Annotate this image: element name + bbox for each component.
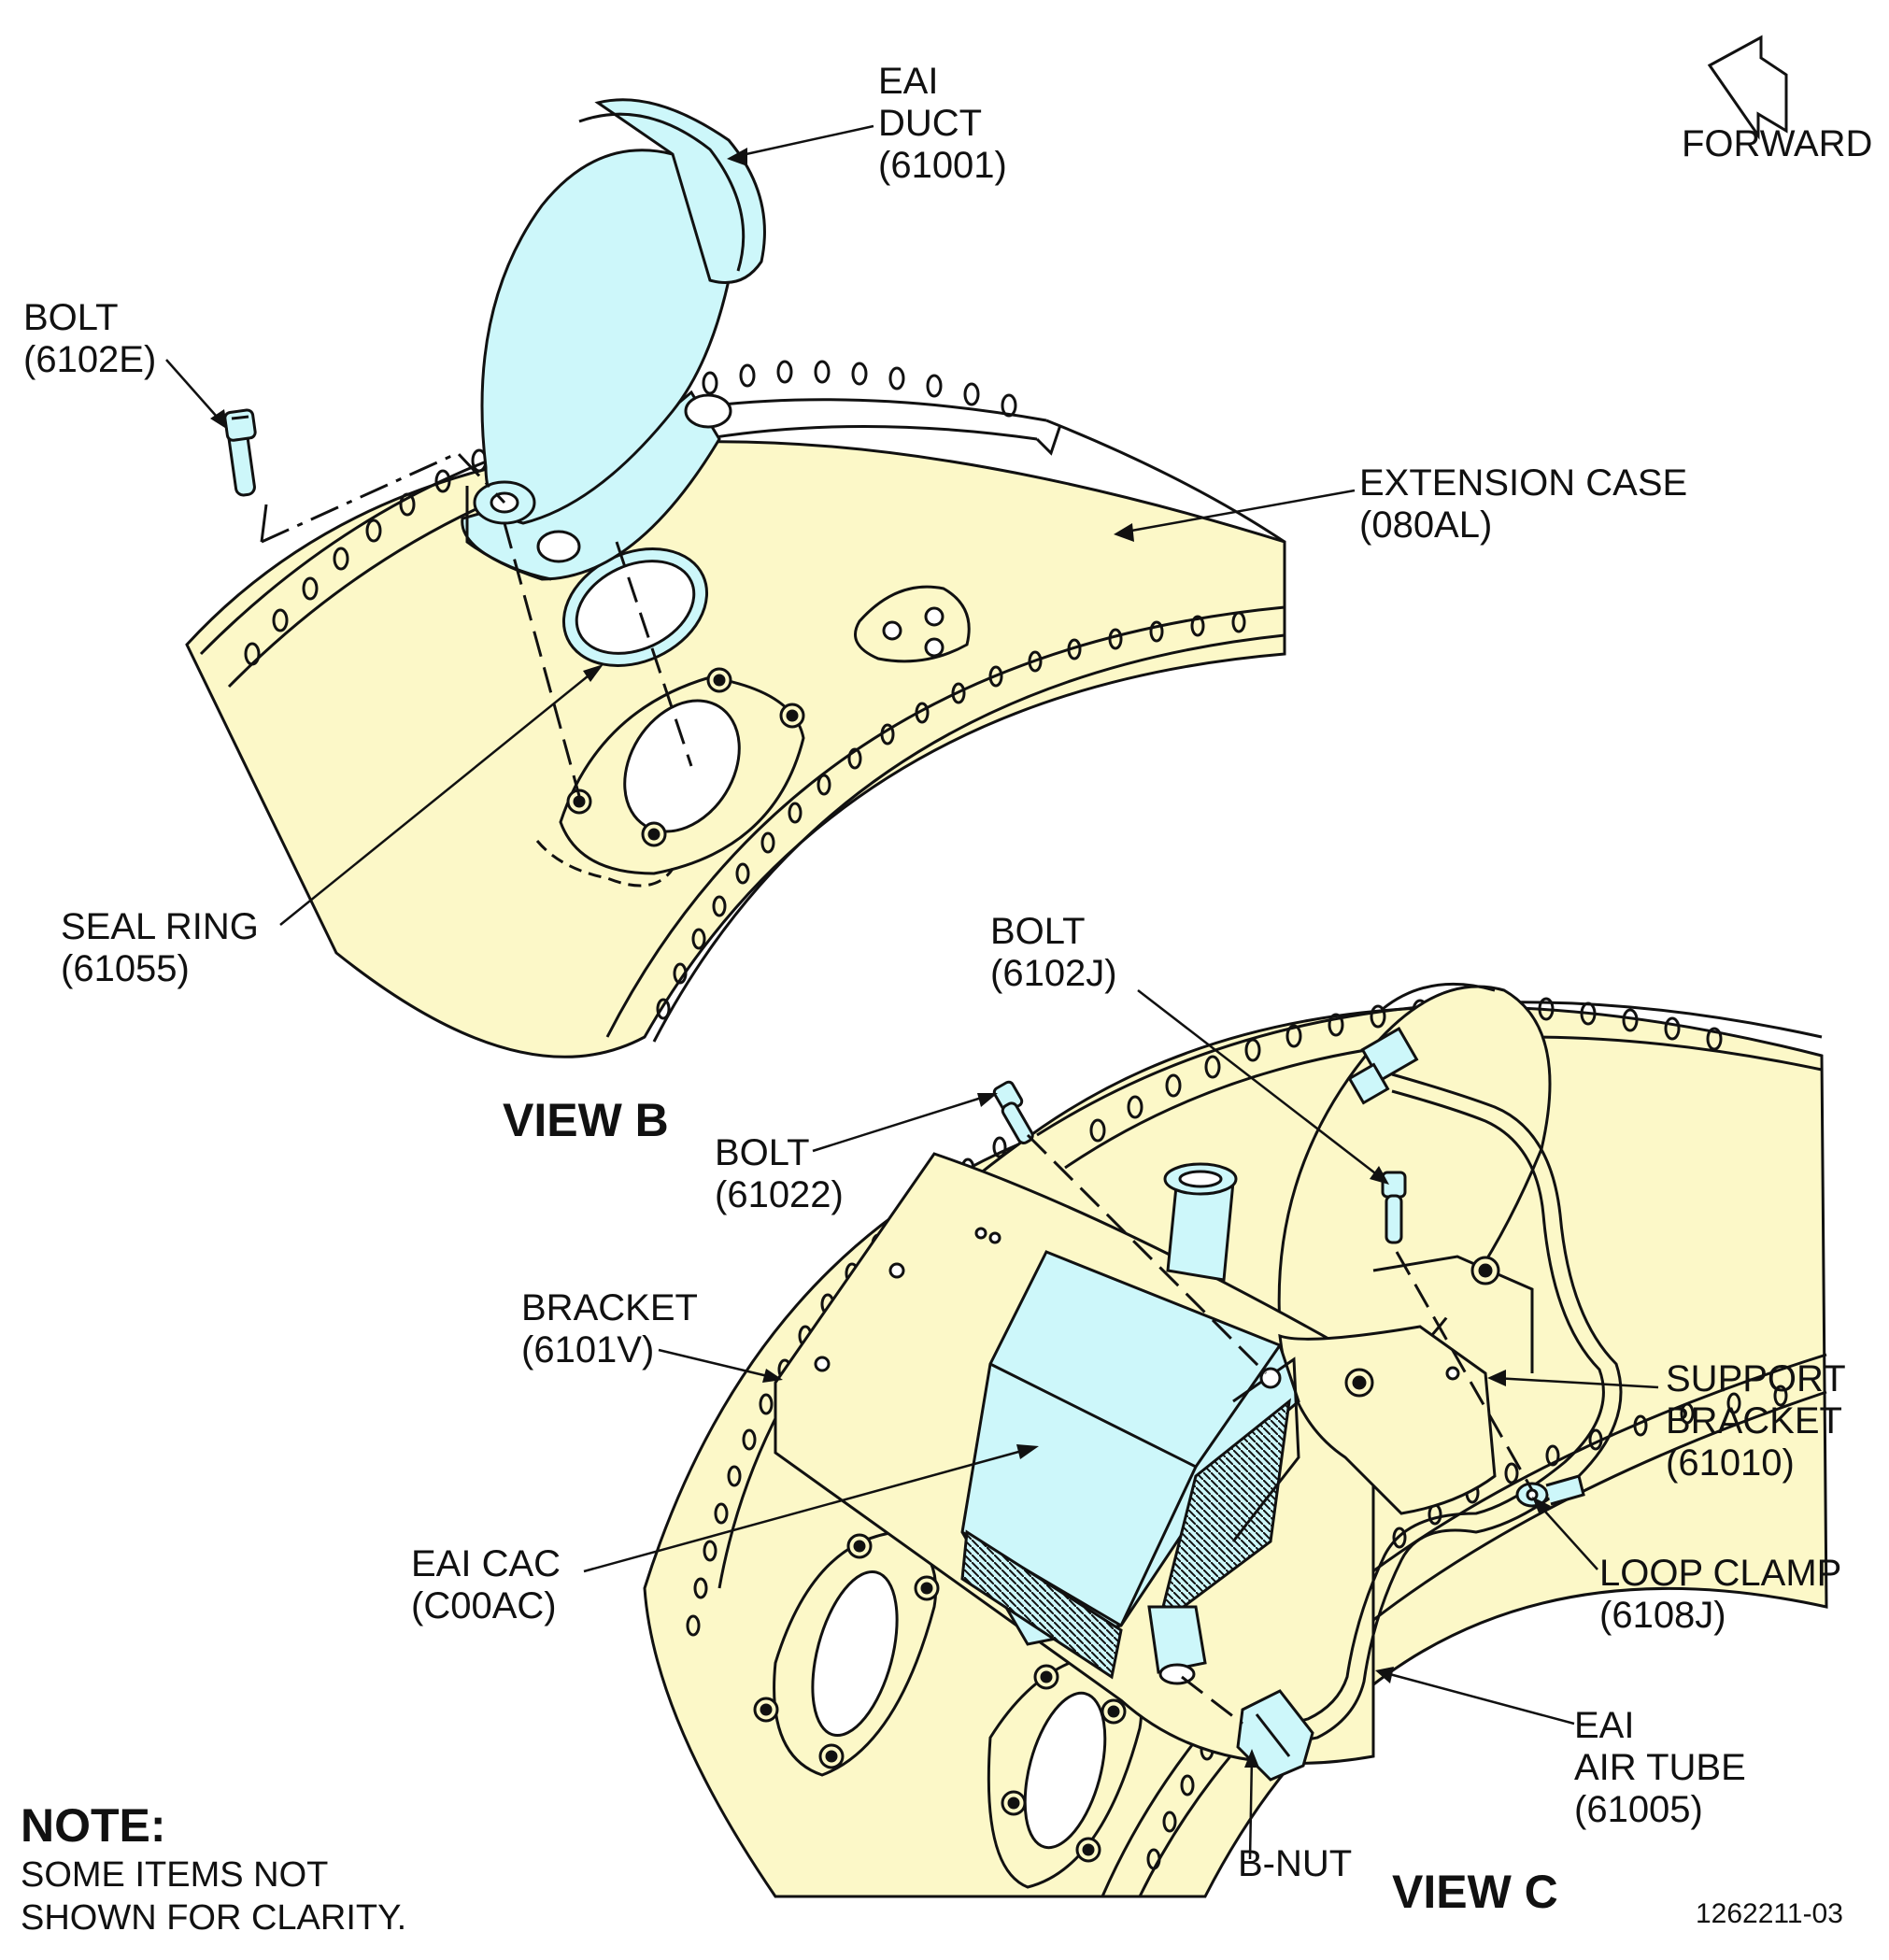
label-eai-air-tube: EAI AIR TUBE (61005) — [1574, 1705, 1746, 1830]
eai-cac — [960, 1162, 1300, 1685]
label-bolt-6102e: BOLT (6102E) — [23, 297, 157, 380]
view-b-bolt-holes-lower — [656, 611, 1246, 1020]
view-b-small-boss — [854, 585, 971, 663]
view-c-lower-ports — [753, 1530, 1143, 1889]
view-b-case-port — [535, 667, 805, 888]
label-extension-case: EXTENSION CASE (080AL) — [1359, 462, 1688, 546]
figure-number: 1262211-03 — [1696, 1898, 1843, 1929]
label-bolt-6102j: BOLT (6102J) — [990, 911, 1117, 994]
note-line-1: SOME ITEMS NOT — [21, 1855, 329, 1895]
eai-duct — [461, 98, 766, 581]
title-view-b: VIEW B — [503, 1094, 669, 1146]
air-tube-fitting-top — [1347, 1026, 1419, 1105]
label-support-bracket: SUPPORT BRACKET (61010) — [1666, 1358, 1846, 1484]
bolt-6102j — [1381, 1171, 1407, 1244]
bolt-61022 — [992, 1080, 1034, 1144]
view-b-dashed-guides — [260, 451, 693, 797]
b-nut — [1236, 1689, 1314, 1782]
eai-air-tube-61005 — [1270, 1072, 1623, 1749]
label-seal-ring: SEAL RING (61055) — [61, 906, 259, 989]
label-eai-duct: EAI DUCT (61001) — [878, 61, 1007, 186]
label-bolt-61022: BOLT (61022) — [715, 1132, 844, 1215]
label-forward: FORWARD — [1682, 123, 1873, 164]
view-c-dashed-guides — [1026, 1133, 1534, 1726]
forward-arrow-icon — [1707, 35, 1788, 140]
note-line-2: SHOWN FOR CLARITY. — [21, 1898, 407, 1938]
bolt-6102e — [223, 408, 257, 497]
label-loop-clamp: LOOP CLAMP (6108J) — [1599, 1553, 1842, 1636]
seal-ring — [561, 547, 709, 667]
title-view-c: VIEW C — [1392, 1866, 1558, 1918]
label-eai-cac: EAI CAC (C00AC) — [411, 1543, 561, 1626]
note-heading: NOTE: — [21, 1799, 166, 1852]
leader-lines — [165, 124, 1659, 1860]
support-bracket-61010 — [1278, 1255, 1534, 1515]
label-b-nut: B-NUT — [1238, 1843, 1353, 1884]
label-bracket: BRACKET (6101V) — [521, 1287, 698, 1371]
leader-arrowheads — [210, 148, 1551, 1768]
